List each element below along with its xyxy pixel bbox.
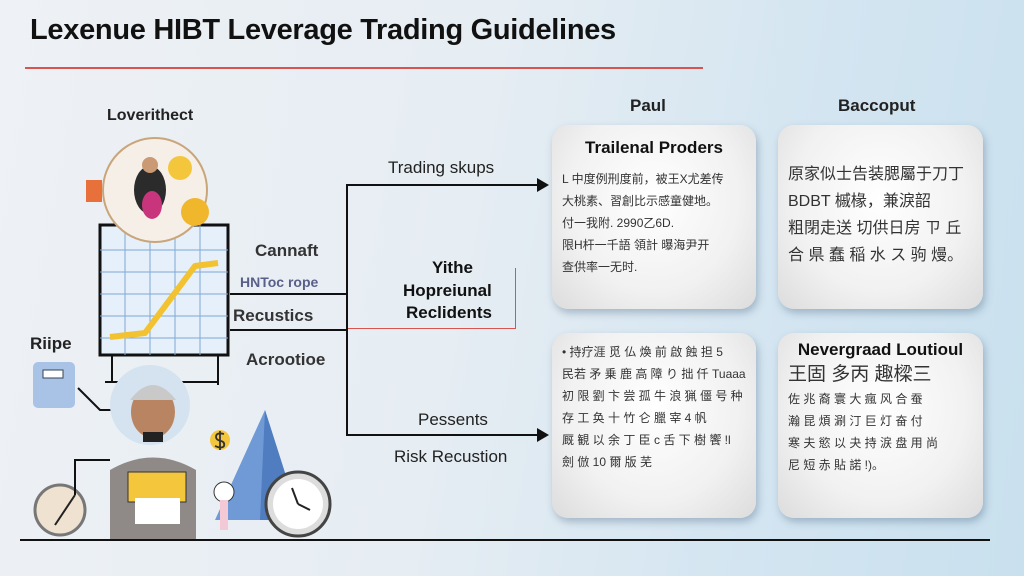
label-recustics: Recustics — [233, 306, 314, 325]
card-heading-line: 王固 多丙 趣樑三 — [788, 364, 932, 385]
page-title: Lexenue HIBT Leverage Trading Guidelines — [30, 14, 616, 46]
label-loverithect: Loverithect — [107, 107, 194, 124]
card-nevergraad-loutioul: Nevergraad Loutioul 王固 多丙 趣樑三 佐 兆 裔 寰 大 … — [778, 333, 983, 518]
card-line: 初 限 劉 卞 尝 孤 牛 浪 猟 僵 号 种 — [562, 389, 743, 403]
baseline-divider — [20, 539, 990, 541]
card-line: 付一我附. 2990乙6D. — [562, 216, 675, 230]
center-label-line3: Reclidents — [406, 303, 492, 322]
label-pessents: Pessents — [418, 410, 488, 429]
card-title: Trailenal Proders — [585, 138, 723, 157]
card-line: 限H杆一千語 領計 曝海尹开 — [562, 238, 710, 252]
card-top-right: 原家似士告装腮屬于刀丁 BDBT 槭椽，兼淚韶 粗閉走送 切供日房 ㄗ 丘 合 … — [778, 125, 983, 309]
card-title: Nevergraad Loutioul — [797, 340, 964, 359]
card-line: 厩 観 以 余 丁 臣 c 舌 下 樹 饗 !l — [562, 433, 731, 447]
card-line: 查供率一无时. — [562, 260, 638, 274]
card-line: 劍 倣 10 爾 版 芜 — [562, 455, 653, 469]
arrow-right-icon — [537, 428, 549, 442]
trader-illustration — [33, 137, 332, 540]
person-icon — [110, 365, 196, 540]
card-line: 佐 兆 裔 寰 大 瘋 风 合 蚕 — [788, 392, 923, 406]
card-line: 大桃素、習創比示感童健地。 — [562, 194, 719, 208]
connector-top — [346, 184, 538, 186]
lightbulb-icon — [213, 481, 235, 530]
card-line: 民若 矛 乗 鹿 高 障 り 拙 仟 Tuaaa — [562, 367, 746, 381]
dollar-icon — [210, 430, 230, 450]
label-risk: Risk Recustion — [394, 447, 508, 466]
label-cannaft: Cannaft — [255, 241, 319, 260]
card-bottom-left: • 持疗涯 觅 仏 煥 前 啟 蝕 担 5 民若 矛 乗 鹿 高 障 り 拙 仟… — [552, 333, 756, 518]
connector-bottom — [346, 434, 538, 436]
column-header-left: Paul — [630, 96, 666, 115]
arrow-right-icon — [537, 178, 549, 192]
clock-icon — [264, 470, 332, 538]
gauge-icon — [33, 459, 110, 537]
chart-board-icon — [98, 223, 230, 385]
label-hntoc: HNToc rope — [240, 274, 319, 290]
center-label-line1: Yithe — [432, 258, 473, 277]
card-line: • 持疗涯 觅 仏 煥 前 啟 蝕 担 5 — [562, 345, 723, 359]
card-line: 粗閉走送 切供日房 ㄗ 丘 — [788, 220, 962, 237]
center-label-line2: Hopreiunal — [403, 281, 492, 300]
card-line: 合 県 蠢 稲 水 ス 驹 熳。 — [788, 247, 964, 264]
card-line: 瀚 昆 煩 涮 汀 巨 灯 奋 付 — [788, 414, 923, 428]
trader-circle-icon — [86, 137, 209, 243]
connector-vertical — [346, 185, 348, 436]
connector-h1 — [230, 293, 346, 295]
connector-h2 — [230, 329, 346, 331]
card-line: 存 工 奂 十 竹 仑 臘 宰 4 帆 — [562, 411, 707, 425]
column-header-right: Baccoput — [838, 96, 916, 115]
label-acrootioe: Acrootioe — [246, 350, 326, 369]
center-bracket — [348, 268, 516, 329]
card-line: 原家似士告装腮屬于刀丁 — [788, 166, 965, 183]
card-line: 寒 夫 慾 以 夬 持 涙 盘 用 尚 — [788, 436, 939, 450]
label-riipe: Riipe — [30, 334, 72, 353]
card-line: BDBT 槭椽，兼淚韶 — [788, 193, 931, 210]
device-icon — [33, 362, 112, 411]
card-line: 尼 短 赤 貼 諾 !)。 — [788, 458, 885, 472]
label-trading: Trading skups — [388, 158, 495, 177]
title-underline — [25, 67, 703, 69]
card-line: L 中度例刑度前，被王X尤差传 — [562, 172, 724, 186]
card-trailenal-proders: Trailenal Proders L 中度例刑度前，被王X尤差传 大桃素、習創… — [552, 125, 756, 309]
